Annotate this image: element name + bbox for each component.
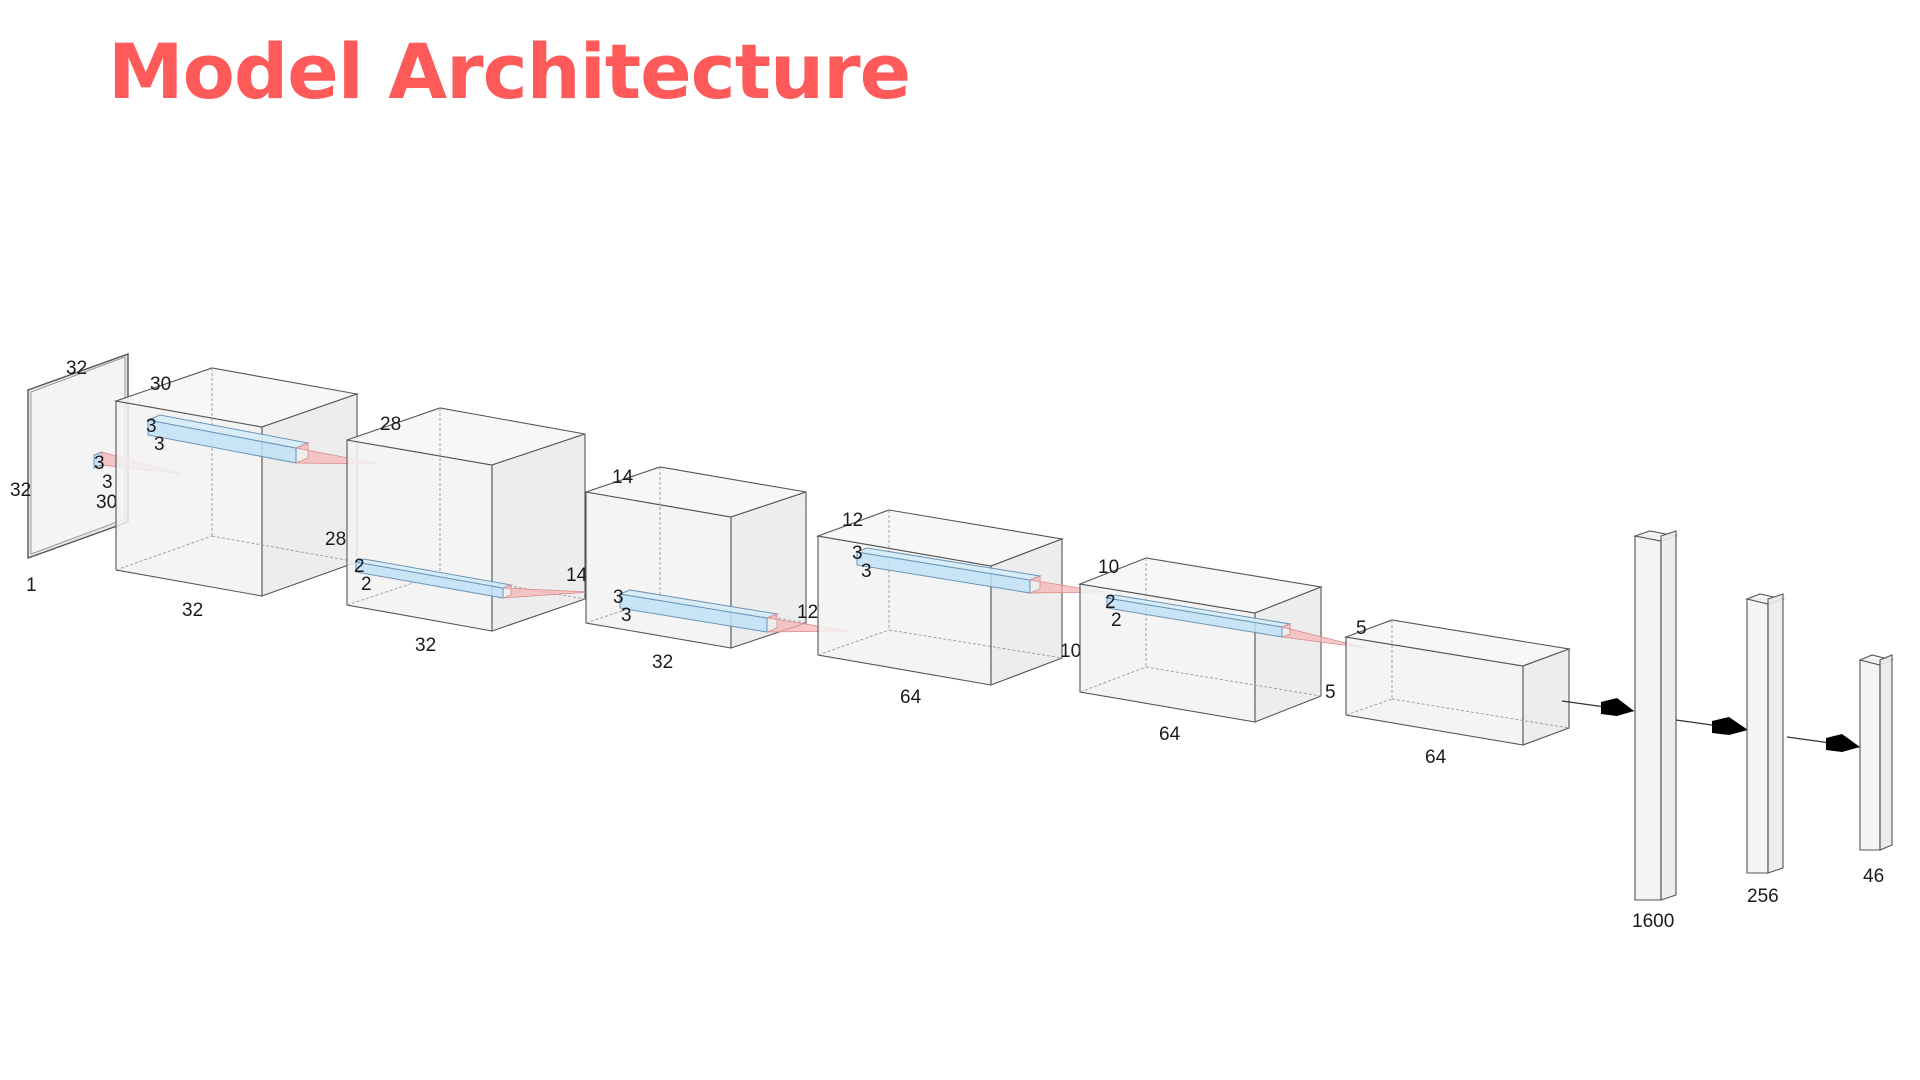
conv2-kernel-k1-label: 2 xyxy=(354,556,365,577)
pool1-kernel-k2-label: 3 xyxy=(621,605,632,626)
input-width-label: 32 xyxy=(66,358,87,379)
conv3-out-label: 10 xyxy=(1060,641,1081,662)
conv2-depth-label: 32 xyxy=(415,635,436,656)
conv3-size-label: 12 xyxy=(842,510,863,531)
conv2-size-label: 28 xyxy=(380,414,401,435)
conv2-block: 28 2 2 32 14 xyxy=(346,407,591,656)
pool1-size-label: 14 xyxy=(612,467,634,488)
dense1-units-label: 1600 xyxy=(1632,911,1674,932)
dense3-units-label: 46 xyxy=(1863,866,1884,887)
input-out-label: 30 xyxy=(96,492,117,513)
input-kernel-k1-label: 3 xyxy=(94,453,105,474)
pool2-size-label: 5 xyxy=(1356,618,1367,639)
conv2-kernel-k2-label: 2 xyxy=(361,574,372,595)
conv1-out-label: 28 xyxy=(325,529,346,550)
conv3-kernel-k1-label: 3 xyxy=(852,543,863,564)
dense3-block: 46 xyxy=(1858,654,1894,887)
input-height-label: 32 xyxy=(10,480,31,501)
pool1-block: 14 3 3 32 12 xyxy=(585,466,851,673)
conv4-size-label: 10 xyxy=(1098,557,1119,578)
dense2-to-dense3-arrow xyxy=(1786,734,1861,752)
conv4-out-label: 5 xyxy=(1325,682,1336,703)
conv4-kernel-k2-label: 2 xyxy=(1111,610,1122,631)
pool1-out-label: 12 xyxy=(797,602,818,623)
input-depth-label: 1 xyxy=(26,575,37,596)
dense2-block: 256 xyxy=(1745,593,1786,907)
pool2-depth-label: 64 xyxy=(1425,747,1447,768)
conv2-receptive-field xyxy=(502,584,591,599)
conv1-size-label: 30 xyxy=(150,374,171,395)
dense1-block: 1600 xyxy=(1632,530,1679,932)
conv3-depth-label: 64 xyxy=(900,687,922,708)
pool1-depth-label: 32 xyxy=(652,652,673,673)
input-kernel-k2-label: 3 xyxy=(102,472,113,493)
dense1-to-dense2-arrow xyxy=(1675,717,1749,735)
conv4-depth-label: 64 xyxy=(1159,724,1181,745)
conv2-out-label: 14 xyxy=(566,565,588,586)
conv3-block: 12 3 3 64 10 xyxy=(815,509,1106,708)
conv4-kernel-k1-label: 2 xyxy=(1105,592,1116,613)
conv1-kernel-k1-label: 3 xyxy=(146,416,157,437)
page-title: Model Architecture xyxy=(108,27,911,116)
conv1-depth-label: 32 xyxy=(182,600,203,621)
conv1-block: 30 3 3 32 28 xyxy=(113,367,381,621)
dense2-units-label: 256 xyxy=(1747,886,1779,907)
flatten-arrow xyxy=(1561,698,1635,716)
conv3-kernel-k2-label: 3 xyxy=(861,561,872,582)
pool2-block: 5 64 xyxy=(1343,618,1572,768)
conv4-block: 10 2 2 64 5 xyxy=(1077,557,1367,745)
conv1-kernel-k2-label: 3 xyxy=(154,434,165,455)
pool1-kernel-k1-label: 3 xyxy=(613,587,624,608)
